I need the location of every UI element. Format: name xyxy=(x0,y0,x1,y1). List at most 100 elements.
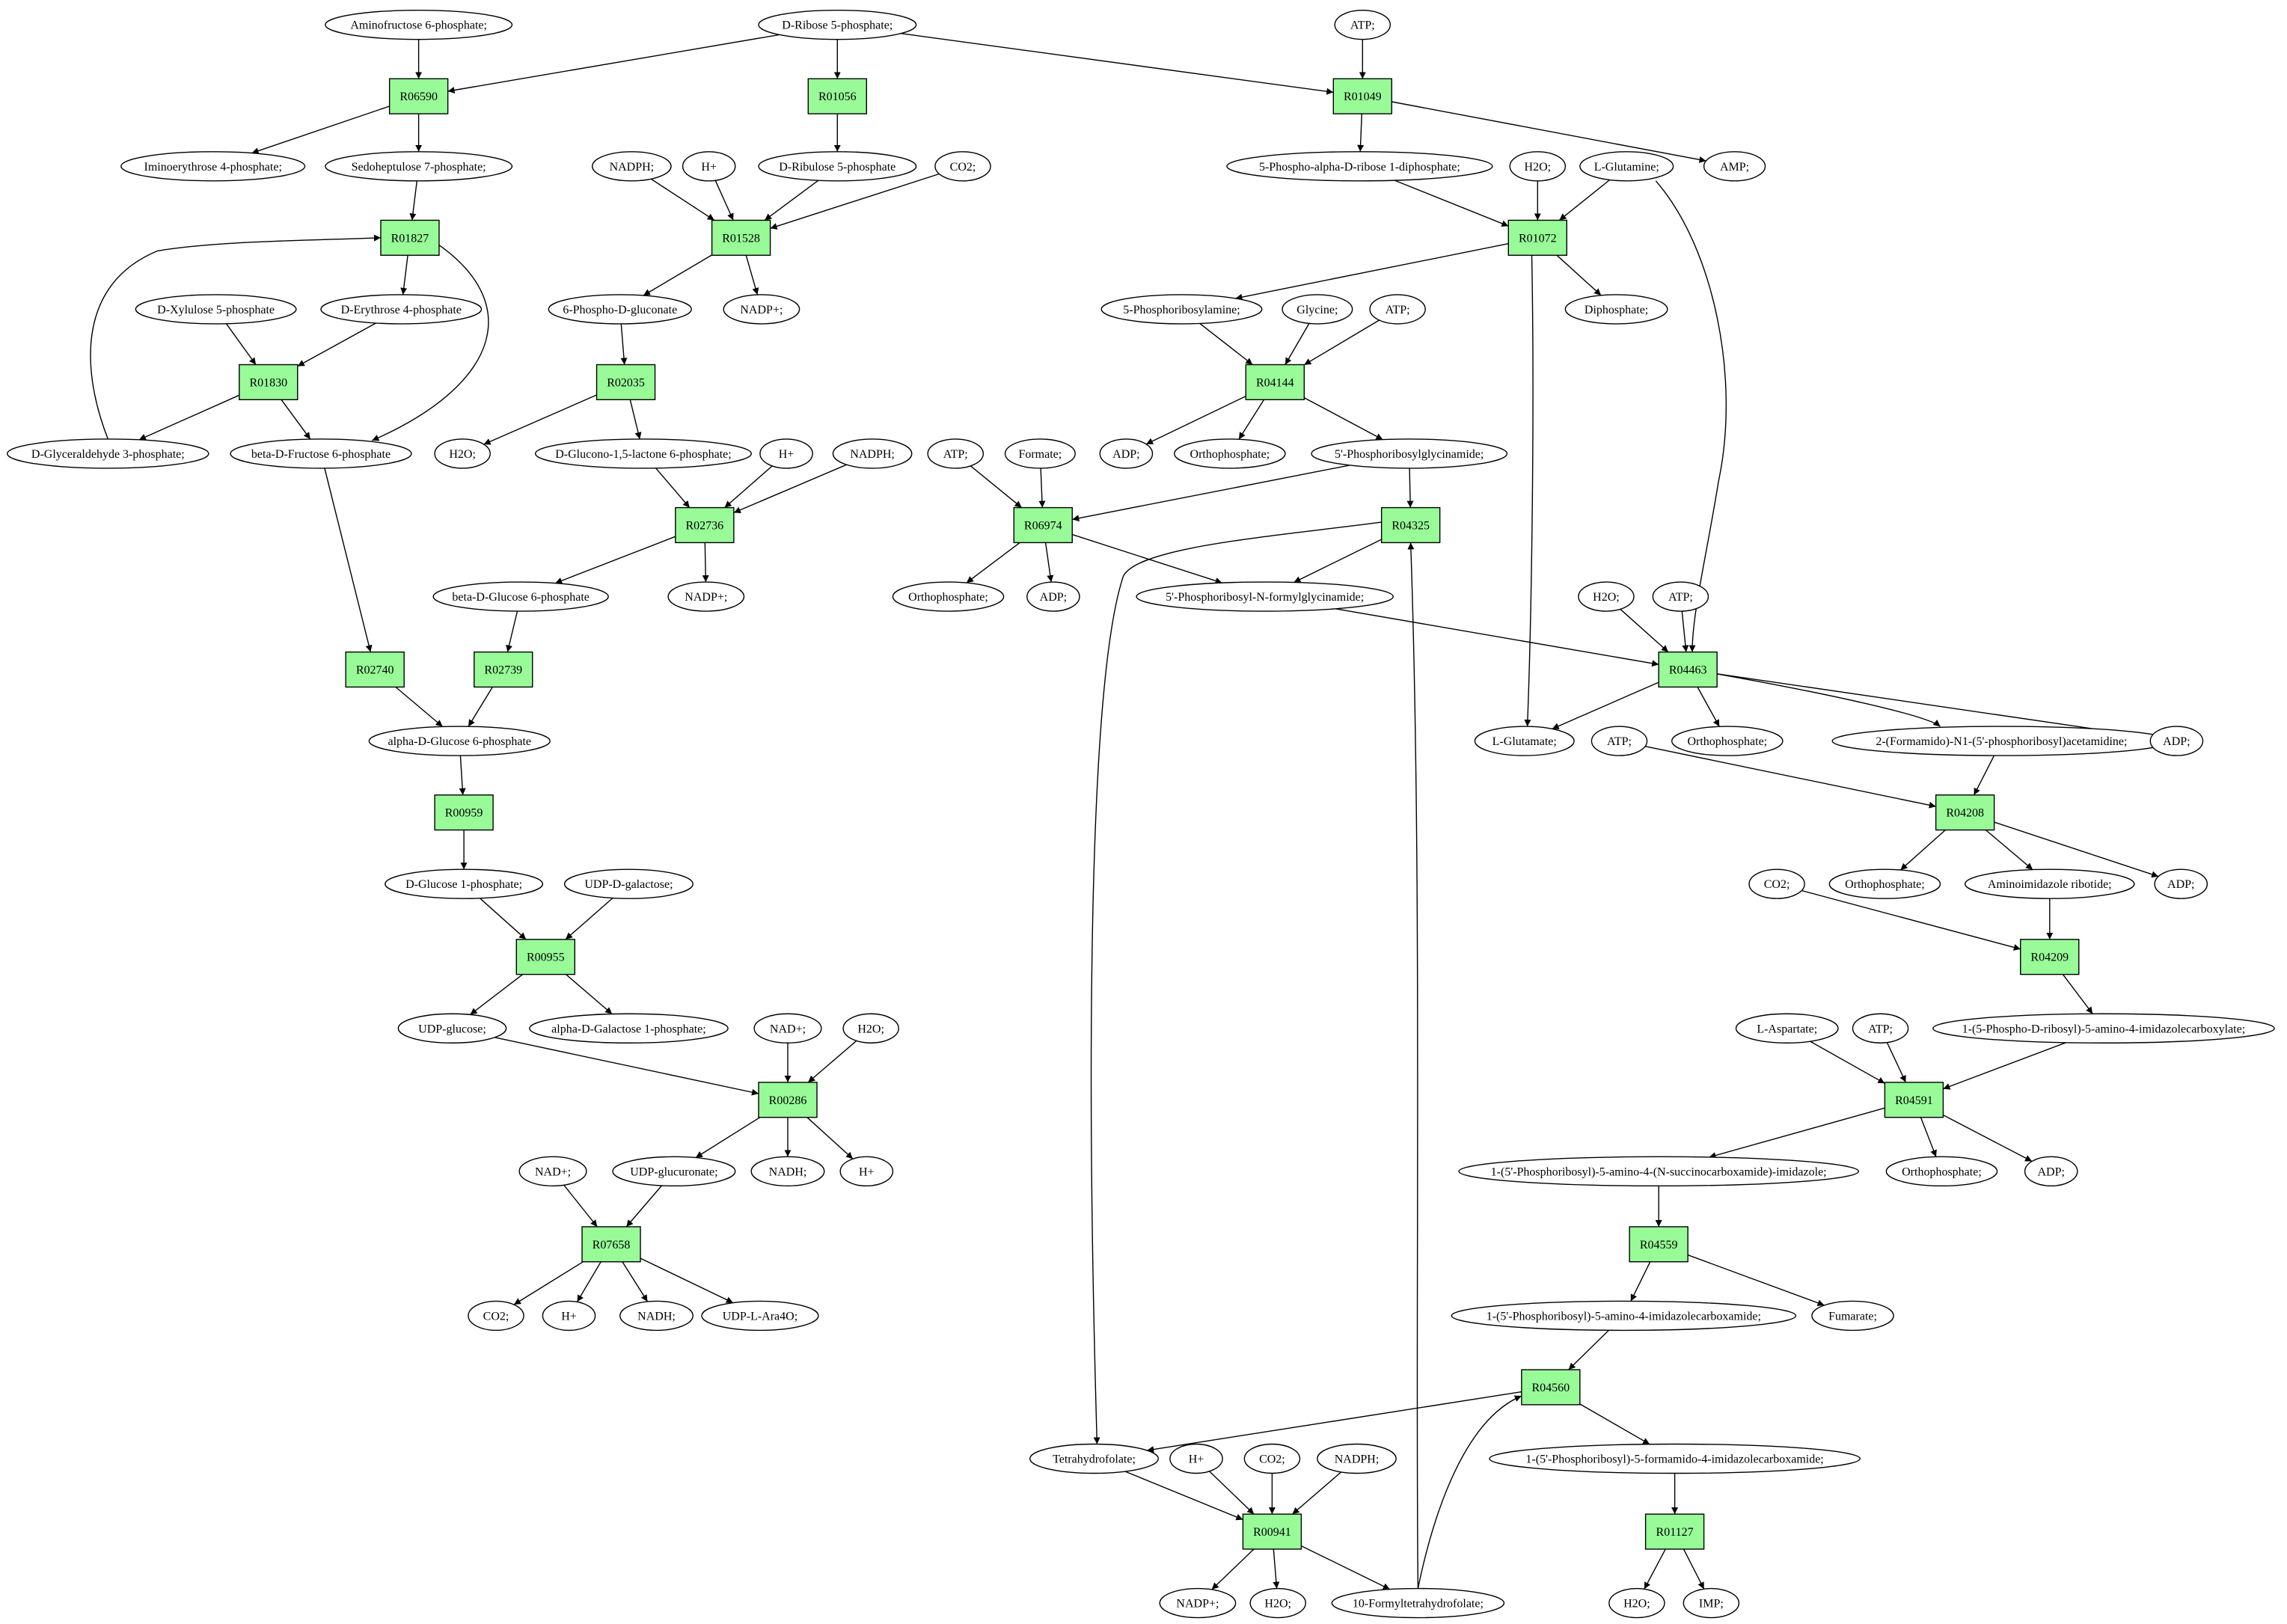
compound-nadpplus_1[interactable]: NADP+; xyxy=(723,294,800,325)
compound-co2_3[interactable]: CO2; xyxy=(468,1300,524,1332)
compound-faicar[interactable]: 1-(5'-Phosphoribosyl)-5-formamido-4-imid… xyxy=(1489,1443,1861,1474)
reaction-r04560[interactable]: R04560 xyxy=(1521,1369,1581,1406)
compound-co2_1[interactable]: CO2; xyxy=(934,151,991,182)
compound-amp[interactable]: AMP; xyxy=(1703,151,1766,182)
compound-nadpplus_3[interactable]: NADP+; xyxy=(1159,1587,1237,1619)
compound-lglutamine[interactable]: L-Glutamine; xyxy=(1579,151,1674,182)
compound-fgar[interactable]: 5'-Phosphoribosyl-N-formylglycinamide; xyxy=(1136,581,1394,612)
compound-dxylulose5p[interactable]: D-Xylulose 5-phosphate xyxy=(135,294,297,325)
compound-hplus_5[interactable]: H+ xyxy=(1169,1443,1223,1474)
compound-iminoerythrose4p[interactable]: Iminoerythrose 4-phosphate; xyxy=(120,151,306,182)
compound-betaglucose6p[interactable]: beta-D-Glucose 6-phosphate xyxy=(432,581,609,612)
reaction-r06590[interactable]: R06590 xyxy=(388,78,449,114)
compound-orthophosphate_3[interactable]: Orthophosphate; xyxy=(1671,726,1784,756)
compound-h2o_3[interactable]: H2O; xyxy=(1578,581,1635,612)
reaction-r06974[interactable]: R06974 xyxy=(1013,506,1073,544)
compound-atp_5[interactable]: ATP; xyxy=(1591,726,1648,756)
compound-atp_3[interactable]: ATP; xyxy=(927,438,984,469)
compound-saicar[interactable]: 1-(5'-Phosphoribosyl)-5-amino-4-(N-succi… xyxy=(1458,1156,1859,1187)
reaction-r01072[interactable]: R01072 xyxy=(1507,219,1568,256)
compound-dribulose5p[interactable]: D-Ribulose 5-phosphate xyxy=(758,151,917,182)
reaction-r00941[interactable]: R00941 xyxy=(1242,1513,1302,1550)
compound-h2o_2[interactable]: H2O; xyxy=(434,438,491,469)
compound-atp_2[interactable]: ATP; xyxy=(1369,294,1426,325)
compound-atp_top[interactable]: ATP; xyxy=(1334,9,1392,40)
compound-phosphoribosylamine[interactable]: 5-Phosphoribosylamine; xyxy=(1100,294,1263,325)
compound-derythrose4p[interactable]: D-Erythrose 4-phosphate xyxy=(320,294,483,325)
reaction-r00959[interactable]: R00959 xyxy=(434,794,494,831)
compound-nadph_2[interactable]: NADPH; xyxy=(832,438,913,469)
reaction-r04208[interactable]: R04208 xyxy=(1935,794,1995,831)
compound-h2o_5[interactable]: H2O; xyxy=(1249,1587,1306,1619)
compound-lglutamate[interactable]: L-Glutamate; xyxy=(1474,726,1575,756)
compound-dglucose1p[interactable]: D-Glucose 1-phosphate; xyxy=(385,868,544,899)
reaction-r01528[interactable]: R01528 xyxy=(711,219,771,256)
compound-alphagalactose1p[interactable]: alpha-D-Galactose 1-phosphate; xyxy=(529,1013,729,1044)
compound-phosphogluconate[interactable]: 6-Phospho-D-gluconate xyxy=(548,294,693,325)
compound-orthophosphate_5[interactable]: Orthophosphate; xyxy=(1885,1156,1998,1187)
compound-phosphoribosyl_pp[interactable]: 5-Phospho-alpha-D-ribose 1-diphosphate; xyxy=(1226,151,1493,182)
compound-atp_4[interactable]: ATP; xyxy=(1652,581,1709,612)
reaction-r02739[interactable]: R02739 xyxy=(474,651,533,688)
compound-hplus_4[interactable]: H+ xyxy=(542,1300,596,1332)
reaction-r00955[interactable]: R00955 xyxy=(515,939,575,975)
compound-orthophosphate_2[interactable]: Orthophosphate; xyxy=(892,581,1005,612)
compound-h2o_4[interactable]: H2O; xyxy=(842,1013,899,1044)
compound-adp_1[interactable]: ADP; xyxy=(1099,438,1154,469)
compound-dribose5p[interactable]: D-Ribose 5-phosphate; xyxy=(758,9,917,40)
reaction-r00286[interactable]: R00286 xyxy=(758,1082,818,1118)
compound-udpgalactose[interactable]: UDP-D-galactose; xyxy=(563,868,694,899)
compound-gar[interactable]: 5'-Phosphoribosylglycinamide; xyxy=(1311,438,1508,469)
compound-adp_4[interactable]: ADP; xyxy=(2154,868,2208,899)
compound-cair[interactable]: 1-(5-Phospho-D-ribosyl)-5-amino-4-imidaz… xyxy=(1932,1013,2275,1044)
compound-orthophosphate_1[interactable]: Orthophosphate; xyxy=(1174,438,1286,469)
compound-hplus_3[interactable]: H+ xyxy=(839,1156,894,1187)
reaction-r02736[interactable]: R02736 xyxy=(675,506,735,544)
reaction-r01830[interactable]: R01830 xyxy=(239,364,298,400)
reaction-r01049[interactable]: R01049 xyxy=(1332,78,1393,114)
compound-tetrahydrofolate[interactable]: Tetrahydrofolate; xyxy=(1029,1443,1159,1474)
compound-nadh_2[interactable]: NADH; xyxy=(619,1300,694,1332)
compound-nadh_1[interactable]: NADH; xyxy=(750,1156,825,1187)
compound-nadpplus_2[interactable]: NADP+; xyxy=(667,581,745,612)
compound-atp_6[interactable]: ATP; xyxy=(1852,1013,1909,1044)
compound-nadplus_1[interactable]: NAD+; xyxy=(753,1013,822,1044)
compound-udpglucose[interactable]: UDP-glucose; xyxy=(397,1013,507,1044)
compound-dglyceraldehyde3p[interactable]: D-Glyceraldehyde 3-phosphate; xyxy=(7,438,209,469)
reaction-r01056[interactable]: R01056 xyxy=(807,78,868,114)
compound-nadph_3[interactable]: NADPH; xyxy=(1317,1443,1397,1474)
compound-laspartate[interactable]: L-Aspartate; xyxy=(1735,1013,1839,1044)
compound-formate[interactable]: Formate; xyxy=(1004,438,1076,469)
compound-fgam[interactable]: 2-(Formamido)-N1-(5'-phosphoribosyl)acet… xyxy=(1831,726,2172,756)
reaction-r02740[interactable]: R02740 xyxy=(345,651,405,688)
compound-adp_3[interactable]: ADP; xyxy=(2149,726,2204,756)
reaction-r01127[interactable]: R01127 xyxy=(1644,1513,1705,1550)
compound-adp_5[interactable]: ADP; xyxy=(2024,1156,2078,1187)
compound-nadplus_2[interactable]: NAD+; xyxy=(518,1156,587,1187)
reaction-r02035[interactable]: R02035 xyxy=(596,364,656,400)
compound-udplara[interactable]: UDP-L-Ara4O; xyxy=(701,1300,819,1332)
compound-adp_2[interactable]: ADP; xyxy=(1026,581,1080,612)
reaction-r04559[interactable]: R04559 xyxy=(1629,1226,1689,1263)
compound-orthophosphate_4[interactable]: Orthophosphate; xyxy=(1828,868,1941,899)
compound-fumarate[interactable]: Fumarate; xyxy=(1811,1300,1894,1332)
compound-udpglucuronate[interactable]: UDP-glucuronate; xyxy=(612,1156,736,1187)
compound-aicar[interactable]: 1-(5'-Phosphoribosyl)-5-amino-4-imidazol… xyxy=(1451,1300,1797,1332)
compound-h2o_1[interactable]: H2O; xyxy=(1509,151,1567,182)
compound-co2_4[interactable]: CO2; xyxy=(1243,1443,1301,1474)
reaction-r07658[interactable]: R07658 xyxy=(581,1226,641,1263)
compound-dglucono[interactable]: D-Glucono-1,5-lactone 6-phosphate; xyxy=(534,438,752,469)
compound-formylthf[interactable]: 10-Formyltetrahydrofolate; xyxy=(1331,1587,1505,1619)
compound-aminofructose6p[interactable]: Aminofructose 6-phosphate; xyxy=(325,9,513,40)
reaction-r04144[interactable]: R04144 xyxy=(1245,364,1305,400)
reaction-r01827[interactable]: R01827 xyxy=(380,219,440,256)
compound-glycine[interactable]: Glycine; xyxy=(1282,294,1353,325)
reaction-r04591[interactable]: R04591 xyxy=(1884,1082,1944,1118)
compound-sedoheptulose7p[interactable]: Sedoheptulose 7-phosphate; xyxy=(325,151,513,182)
compound-co2_2[interactable]: CO2; xyxy=(1748,868,1805,899)
compound-imp[interactable]: IMP; xyxy=(1683,1587,1740,1619)
compound-hplus_1[interactable]: H+ xyxy=(682,151,736,182)
compound-alphaglucose6p[interactable]: alpha-D-Glucose 6-phosphate xyxy=(368,726,551,756)
reaction-r04463[interactable]: R04463 xyxy=(1658,651,1718,688)
compound-hplus_2[interactable]: H+ xyxy=(759,438,813,469)
